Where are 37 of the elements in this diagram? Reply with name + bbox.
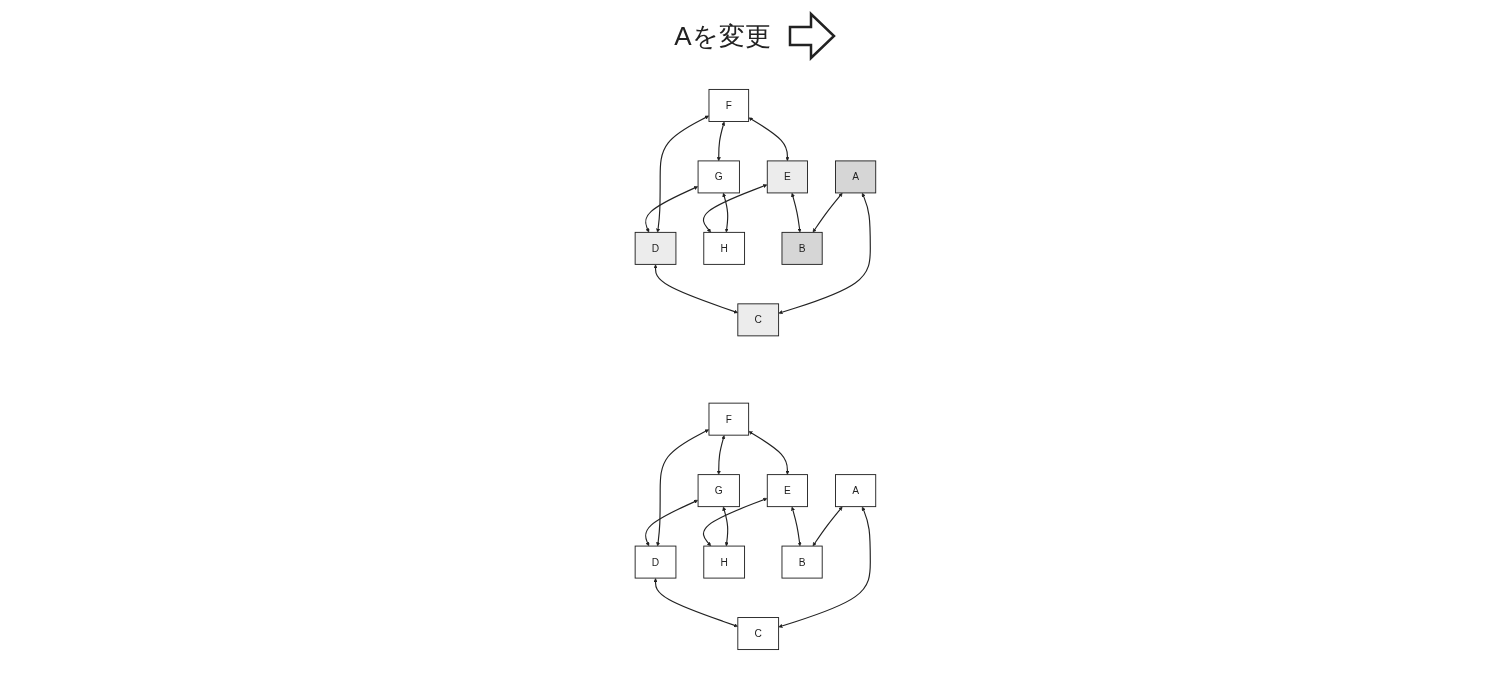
arrow <box>656 429 709 547</box>
node-box: A <box>835 160 877 194</box>
arrow <box>716 121 726 162</box>
node-box: B <box>781 231 823 265</box>
arrow <box>812 506 843 547</box>
arrow <box>791 506 802 547</box>
node-box: D <box>634 545 677 579</box>
node-box: C <box>737 617 780 651</box>
node-box: E <box>766 160 808 194</box>
node-box: C <box>737 303 780 337</box>
change-note: Aを変更 <box>674 19 771 53</box>
arrow <box>748 117 790 162</box>
arrow <box>702 497 768 547</box>
arrow <box>645 499 699 547</box>
arrow <box>653 578 738 628</box>
node-box: F <box>708 402 750 436</box>
arrow <box>778 506 871 628</box>
arrow <box>778 192 871 315</box>
node-box: H <box>703 231 746 265</box>
arrow <box>702 184 768 233</box>
arrow <box>812 192 843 233</box>
arrow <box>722 506 729 547</box>
arrow <box>748 431 790 475</box>
arrow <box>653 264 738 314</box>
node-box: F <box>708 88 750 122</box>
node-box: A <box>835 474 877 508</box>
node-box: B <box>781 545 823 579</box>
node-box: G <box>697 474 740 508</box>
node-box: H <box>703 545 746 579</box>
node-box: D <box>634 231 677 265</box>
arrow <box>656 115 709 233</box>
arrow <box>645 186 699 233</box>
arrow <box>791 192 802 233</box>
node-box: G <box>697 160 740 194</box>
arrow <box>722 192 729 233</box>
arrow <box>716 435 726 475</box>
node-box: E <box>766 474 808 508</box>
